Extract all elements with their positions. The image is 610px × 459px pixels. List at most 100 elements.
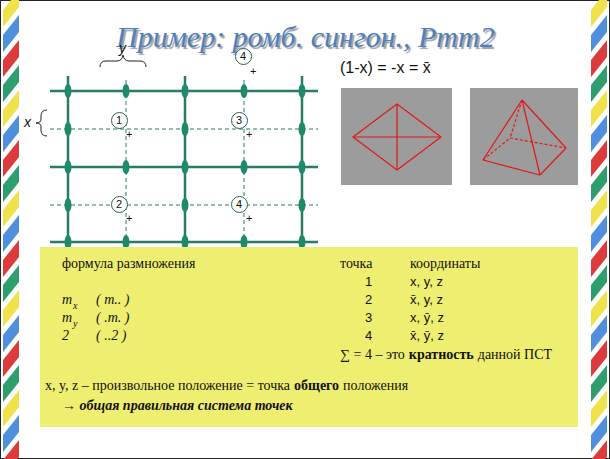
axis-label: y (119, 40, 126, 56)
panel-line: → общая правильная система точек (62, 397, 293, 414)
brace (100, 55, 146, 67)
panel-line: y (73, 315, 77, 332)
panel-line: формула размножения (62, 255, 195, 272)
panel-line: x̄, y, z (410, 291, 443, 308)
point-number: 1 (116, 115, 122, 126)
panel-line: x, ȳ, z (410, 309, 444, 326)
point-circle: 3 (231, 112, 248, 129)
panel-line: m (62, 291, 72, 308)
pyramid-edge (540, 148, 566, 175)
twofold-axis-symbol (123, 84, 130, 98)
panel-text: общего (294, 377, 339, 394)
panel-text: 2 (365, 291, 372, 308)
panel-text: формула размножения (62, 255, 195, 272)
panel-text: данной ПСТ (478, 346, 552, 363)
border-stripe (591, 440, 607, 459)
panel-line: 4 (365, 327, 372, 344)
height-sign: + (246, 213, 252, 224)
height-sign: + (246, 129, 252, 140)
panel-text: x, ȳ, z (410, 309, 444, 326)
image-background (470, 88, 578, 185)
panel-line: точка (340, 255, 372, 272)
formula-note: (1-x) = -x = x̄ (340, 59, 431, 77)
twofold-axis-symbol (241, 160, 248, 174)
panel-text: y (73, 315, 77, 332)
panel-text: ( m.. ) (96, 291, 129, 308)
twofold-axis-symbol (182, 122, 189, 136)
twofold-axis-symbol (65, 84, 72, 98)
panel-text: 4 (365, 327, 372, 344)
border-stripe (3, 440, 19, 459)
slide-title: Пример: ромб. сингон., Pmm2 (116, 20, 495, 54)
panel-line: ( .m. ) (96, 309, 129, 326)
panel-text: точка (340, 255, 372, 272)
panel-line: x, y, z – произвольное положение = точка… (45, 377, 408, 394)
panel-text: ∑ = 4 – это (340, 346, 405, 363)
twofold-axis-symbol (182, 198, 189, 212)
pyramid-edge (522, 100, 540, 175)
twofold-axis-symbol (65, 198, 72, 212)
point-number: 4 (240, 51, 246, 62)
pyramid-edge (483, 160, 540, 175)
panel-line: x (73, 297, 77, 314)
panel-text: ( .m. ) (96, 309, 129, 326)
rhombus-diagonal (396, 104, 397, 170)
image-background (341, 88, 452, 185)
panel-text: положения (343, 377, 408, 394)
panel-text: кратность (409, 346, 474, 363)
panel-text: x̄, ȳ, z (410, 327, 444, 344)
point-circle: 4 (231, 196, 248, 213)
height-sign: + (250, 66, 256, 77)
pyramid-edge (510, 100, 522, 138)
twofold-axis-symbol (123, 160, 130, 174)
point-number: 3 (236, 115, 242, 126)
panel-text: 3 (365, 309, 372, 326)
twofold-axis-symbol (65, 122, 72, 136)
pyramid-edge (510, 138, 566, 148)
panel-text: x (73, 297, 77, 314)
point-circle: 2 (111, 196, 128, 213)
panel-text: → общая правильная система точек (62, 397, 293, 414)
panel-text: x̄, y, z (410, 291, 443, 308)
panel-line: 3 (365, 309, 372, 326)
panel-line: ( m.. ) (96, 291, 129, 308)
panel-text: x, y, z – произвольное положение = точка (45, 377, 290, 394)
twofold-axis-symbol (299, 122, 306, 136)
height-sign: + (126, 213, 132, 224)
height-sign: + (126, 129, 132, 140)
panel-text: m (62, 291, 72, 308)
point-number: 2 (116, 199, 122, 210)
axis-label: x (24, 114, 31, 130)
panel-line: 2 (62, 327, 69, 344)
panel-line: x̄, ȳ, z (410, 327, 444, 344)
panel-line: x, y, z (410, 273, 443, 290)
twofold-axis-symbol (299, 84, 306, 98)
twofold-axis-symbol (299, 198, 306, 212)
point-number: 4 (236, 199, 242, 210)
point-circle: 1 (111, 112, 128, 129)
panel-text: x, y, z (410, 273, 443, 290)
panel-line: ( ..2 ) (96, 327, 126, 344)
panel-text: координаты (410, 255, 480, 272)
panel-line: координаты (410, 255, 480, 272)
panel-text: 2 (62, 327, 69, 344)
pyramid-edge (522, 100, 566, 148)
pyramid-edge (483, 100, 522, 160)
point-circle: 4 (235, 48, 252, 65)
info-panel: формула размножения точка координаты 1 x, y,… (40, 247, 578, 427)
twofold-axis-symbol (65, 160, 72, 174)
pyramid-edge (483, 138, 510, 160)
panel-line: 2 (365, 291, 372, 308)
rhombus (353, 104, 441, 170)
twofold-axis-symbol (241, 84, 248, 98)
panel-line: m (62, 309, 72, 326)
twofold-axis-symbol (182, 160, 189, 174)
twofold-axis-symbol (299, 160, 306, 174)
panel-text: m (62, 309, 72, 326)
panel-line: 1 (365, 273, 372, 290)
panel-text: 1 (365, 273, 372, 290)
brace (36, 110, 47, 136)
panel-text: ( ..2 ) (96, 327, 126, 344)
